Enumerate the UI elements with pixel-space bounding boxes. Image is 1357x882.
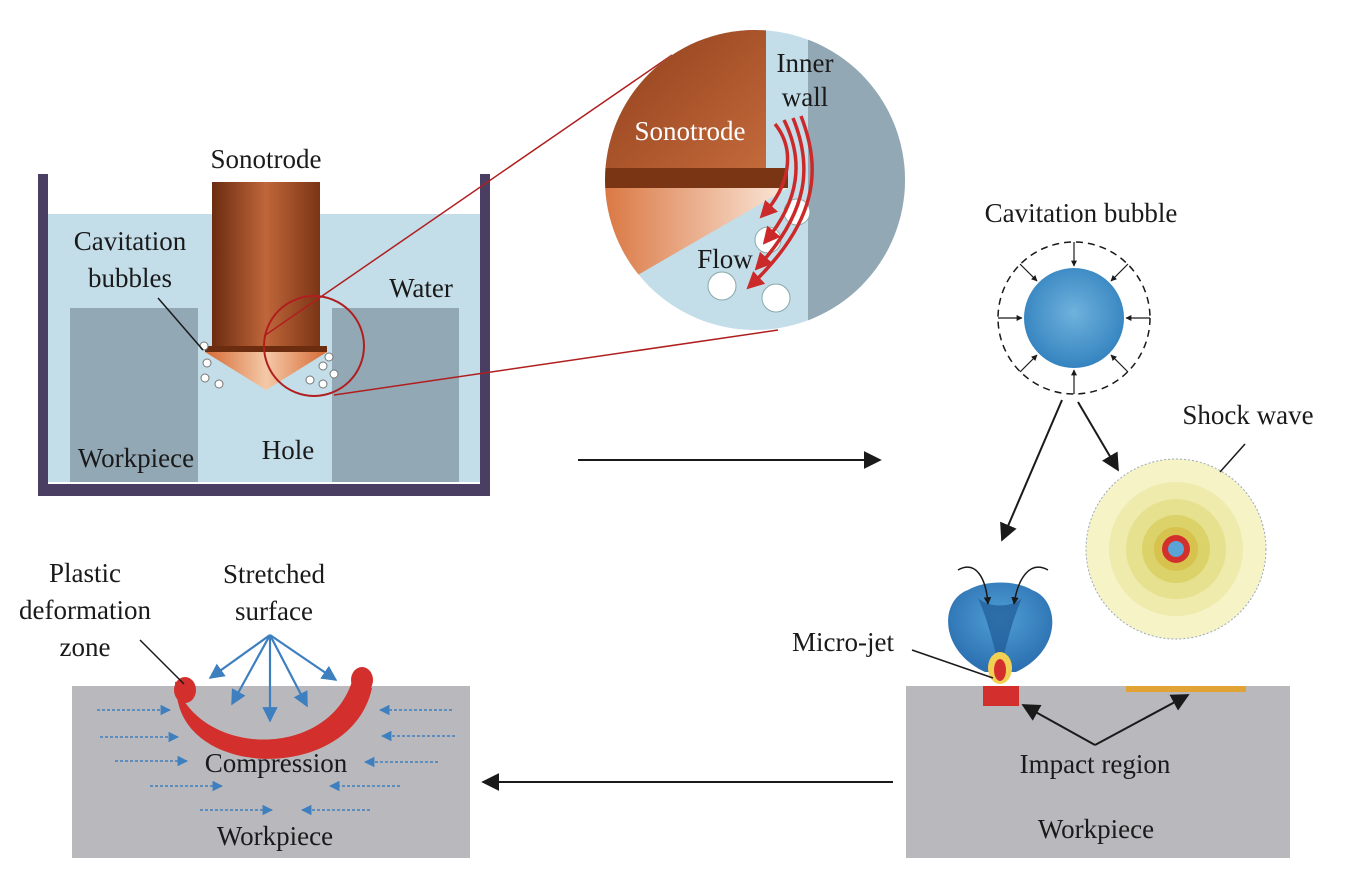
workpiece-block-left (70, 308, 198, 482)
cavitation-bubble (1024, 268, 1124, 368)
impact-arrow-left (1021, 704, 1096, 746)
label-sonotrode: Sonotrode (211, 144, 322, 174)
zoom-panel: Inner wall Sonotrode Flow (605, 30, 905, 330)
label-water: Water (389, 273, 453, 303)
plastic-zone-leader (139, 639, 185, 685)
tank-panel: Sonotrode Cavitation bubbles Water Workp… (38, 144, 490, 496)
label-cavitation-bubbles-line1: Cavitation (74, 226, 187, 256)
stretched-surface-arrows (208, 634, 338, 723)
label-sonotrode-zoom: Sonotrode (635, 116, 746, 146)
label-stretched-line1: Stretched (223, 559, 325, 589)
shock-wave-leader (1219, 443, 1246, 473)
label-workpiece-impact: Workpiece (1038, 814, 1154, 844)
label-workpiece-result: Workpiece (217, 821, 333, 851)
zoom-sonotrode-tip (605, 188, 788, 276)
impact-arrow-right (1094, 694, 1190, 746)
label-compression: Compression (205, 748, 348, 778)
shock-wave-panel: Shock wave (1085, 400, 1314, 640)
zoom-region-circle (263, 295, 365, 397)
cavitation-bubble-panel: Cavitation bubble (985, 198, 1178, 542)
zoom-sonotrode-body (605, 30, 766, 170)
label-hole: Hole (262, 435, 315, 465)
micro-jet-flow-arrows (957, 566, 1049, 605)
impact-workpiece-block (906, 686, 1290, 858)
flow-arrows (746, 115, 814, 290)
micro-jet-red (994, 659, 1006, 681)
zoom-sonotrode-collar (605, 168, 788, 188)
arrow-bubble-to-jet (1000, 399, 1063, 542)
label-stretched-line2: surface (235, 596, 313, 626)
cavitation-bubbles-small (199, 341, 339, 389)
sonotrode-body (212, 182, 320, 348)
label-flow: Flow (697, 244, 753, 274)
plastic-deformation-zone (175, 674, 372, 759)
label-workpiece-tank: Workpiece (78, 443, 194, 473)
label-micro-jet: Micro-jet (792, 627, 894, 657)
impact-region-yellow (1126, 686, 1246, 692)
micro-jet-funnel (978, 598, 1022, 672)
compression-arrows (97, 704, 455, 816)
label-cavitation-bubbles-line2: bubbles (88, 263, 172, 293)
shock-core-blue (1168, 541, 1184, 557)
impact-region-red (983, 686, 1019, 706)
result-panel: Plastic deformation zone Stretched surfa… (19, 558, 470, 858)
label-cavitation-bubble: Cavitation bubble (985, 198, 1178, 228)
micro-jet-leader (911, 649, 994, 679)
label-plastic-line1: Plastic (49, 558, 121, 588)
deformation-left-end (174, 677, 196, 703)
label-plastic-line2: deformation (19, 595, 151, 625)
label-impact-region: Impact region (1020, 749, 1171, 779)
arrow-bubble-to-shock (1077, 401, 1119, 472)
zoom-connector-lines (263, 54, 779, 396)
label-inner-wall-line2: wall (782, 82, 829, 112)
cavitation-bubbles-leader (157, 297, 204, 351)
workpiece-block-right (332, 308, 459, 482)
bubble-pressure-arrows (998, 242, 1150, 394)
sonotrode-tip (205, 352, 327, 390)
label-shock-wave: Shock wave (1182, 400, 1313, 430)
impact-panel: Micro-jet Impact region Workpiece (792, 566, 1290, 858)
label-inner-wall-line1: Inner (777, 48, 834, 78)
sonotrode-collar (205, 346, 327, 352)
deformation-right-end (351, 667, 373, 693)
label-plastic-line3: zone (60, 632, 111, 662)
